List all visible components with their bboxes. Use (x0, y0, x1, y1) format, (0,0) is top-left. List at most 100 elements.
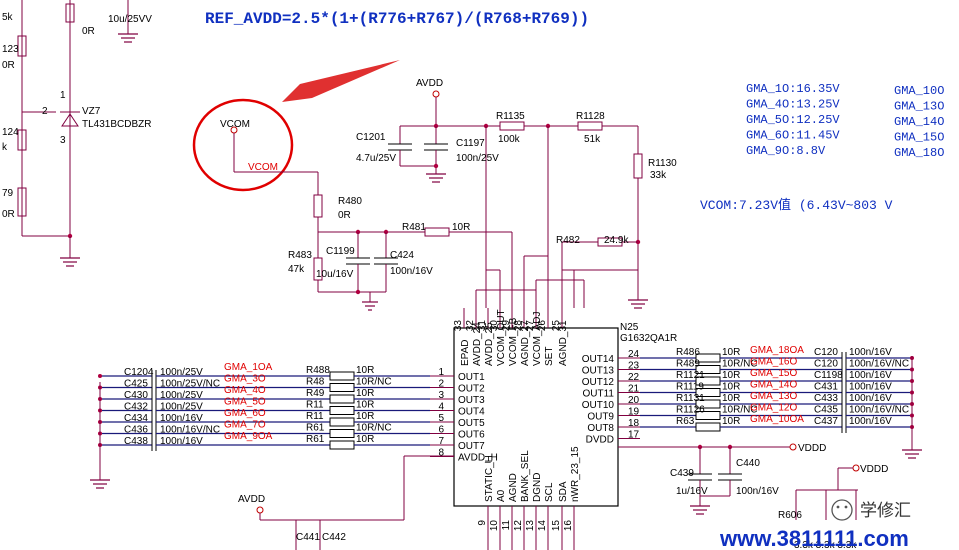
right-row-resistor (695, 422, 721, 432)
c441-ref: C441 (296, 532, 320, 543)
left-row-gma-net: GMA_5O (224, 397, 266, 408)
right-row-cap-value: 100n/16V (849, 382, 892, 393)
ic-left-pin-num: 5 (438, 413, 444, 424)
gma-voltage-entry-right: GMA_18O (894, 146, 944, 160)
left-row-junction (98, 374, 102, 378)
right-row-cap-value: 100n/16V/NC (849, 359, 909, 370)
ic-right-pin-name: DVDD (586, 435, 614, 446)
r1130-value: 33k (650, 170, 667, 181)
r480-value: 0R (338, 210, 351, 221)
right-row-res-ref: R1131 (676, 393, 705, 404)
zener-pin3: 3 (60, 135, 66, 146)
r1128-ref: R1128 (576, 111, 605, 122)
gma-voltage-list: GMA_1O:16.35VGMA_4O:13.25VGMA_5O:12.25VG… (746, 82, 944, 160)
ic-bottom-pin-name: nWR_23_15 (570, 446, 581, 502)
ic-left-pin-name: OUT6 (458, 430, 485, 441)
c1201-ref: C1201 (356, 132, 386, 143)
left-row-cap-value: 100n/25V/NC (160, 379, 220, 390)
right-row-gma-net: GMA_15O (750, 368, 797, 379)
left-row-cap-ref: C434 (124, 413, 148, 424)
right-row-res-ref: R1121 (676, 370, 705, 381)
right-row-cap-value: 100n/16V (849, 347, 892, 358)
ic-top-pin-name: AVDD_24 (472, 322, 483, 366)
ic-left-pin-num: 2 (438, 379, 444, 390)
top-cap-label: 10u/25VV (108, 14, 152, 25)
ic-bottom-pin-num: 15 (551, 520, 562, 532)
left-row-cap-ref: C425 (124, 379, 148, 390)
vcom-net-red-label: VCOM (248, 162, 278, 173)
left-row-resistor (329, 371, 355, 381)
zener-pin1: 1 (60, 90, 66, 101)
c440-ref: C440 (736, 458, 760, 469)
left-row-resistor (329, 383, 355, 392)
ic-bottom-pin-name: DGND (532, 473, 543, 502)
ic-top-pin-name: AVDD_25 (484, 322, 495, 366)
ic-left-pin-num: 1 (438, 367, 444, 378)
right-row-res-value: 10R (722, 370, 740, 381)
resistor-left-3 (17, 187, 27, 217)
left-row-cap-value: 100n/16V (160, 436, 203, 447)
avdd-top-label: AVDD (416, 78, 443, 89)
right-row-cap-ref: C437 (814, 416, 838, 427)
left-row-res-value: 10R (356, 365, 374, 376)
ic-right-pin-name: OUT11 (583, 389, 615, 400)
ic-right-pin-name: OUT9 (587, 412, 614, 423)
right-row-cap-ref: C120 (814, 347, 838, 358)
wechat-icon (831, 499, 853, 521)
left-row-res-value: 10R/NC (356, 423, 392, 434)
gma-voltage-entry: GMA_1O:16.35V (746, 82, 840, 96)
ic-bottom-pin-num: 9 (477, 520, 488, 526)
r-left-label-3: 124 (2, 127, 19, 138)
zener-region (17, 0, 138, 267)
left-row-cap-value: 100n/16V (160, 413, 203, 424)
c439-value: 1u/16V (676, 486, 708, 497)
right-row-res-value: 10R/NC (722, 405, 758, 416)
left-row-res-ref: R11 (306, 400, 324, 411)
r-left-label-6: 0R (2, 209, 15, 220)
gma-voltage-entry-right: GMA_13O (894, 100, 944, 114)
r1135-ref: R1135 (496, 111, 525, 122)
right-row-res-value: 10R (722, 347, 740, 358)
ic-right-pin-num: 23 (628, 361, 640, 372)
ic-top-pin-name: EPAD (460, 340, 471, 367)
right-row-cap-value: 100n/16V (849, 370, 892, 381)
ic-left-pin-name: AVDD_H (458, 453, 498, 464)
ic-top-pin-num: 31 (477, 320, 488, 332)
right-row-res-value: 10R/NC (722, 359, 758, 370)
ic-left-pin-num: 4 (438, 402, 444, 413)
ic-top-pin-num: 28 (513, 320, 524, 332)
resistor-left-2 (17, 129, 27, 151)
c442-ref: C442 (322, 532, 346, 543)
ic-top-pin-name: VCOM_OUT (496, 309, 507, 366)
ic-left-pin-name: OUT1 (458, 372, 485, 383)
left-row-res-ref: R61 (306, 423, 325, 434)
left-row-res-value: 10R (356, 400, 374, 411)
r-left-label-5: 79 (2, 188, 14, 199)
ic-left-pin-num: 8 (438, 448, 444, 459)
zener-ref: VZ7 (82, 106, 101, 117)
r-left-label-2: 0R (2, 60, 15, 71)
ic-right-pin-name: OUT8 (587, 423, 614, 434)
ic-pins: 33EPAD32AVDD_2431AVDD_2530VCOM_OUT29VCOM… (430, 308, 640, 550)
right-row-cap-ref: C1198 (814, 370, 843, 381)
r483-ref: R483 (288, 250, 312, 261)
right-row-gma-net: GMA_12O (750, 403, 797, 414)
left-row-resistor (329, 406, 355, 415)
left-row-gma-net: GMA_6O (224, 408, 266, 419)
left-row-cap-value: 100n/25V (160, 402, 203, 413)
right-row-res-value: 10R (722, 382, 740, 393)
left-row-res-ref: R61 (306, 434, 325, 445)
left-row-resistor (329, 417, 355, 427)
ic-bottom-pin-num: 12 (513, 520, 524, 532)
left-row-res-value: 10R/NC (356, 377, 392, 388)
ic-left-pin-num: 3 (438, 390, 444, 401)
ic-ref: N25 (620, 322, 639, 333)
ic-top-pin-num: 29 (501, 320, 512, 332)
website-text: www.3811111.com (719, 526, 909, 550)
left-row-gma-net: GMA_1OA (224, 362, 273, 373)
vcom-note: VCOM:7.23V值 (6.43V~803 V (700, 197, 893, 213)
ic-right-pin-name: OUT13 (582, 366, 615, 377)
ic-right-pin-name: OUT10 (582, 400, 615, 411)
watermark-logo: 学修汇 (831, 499, 911, 521)
